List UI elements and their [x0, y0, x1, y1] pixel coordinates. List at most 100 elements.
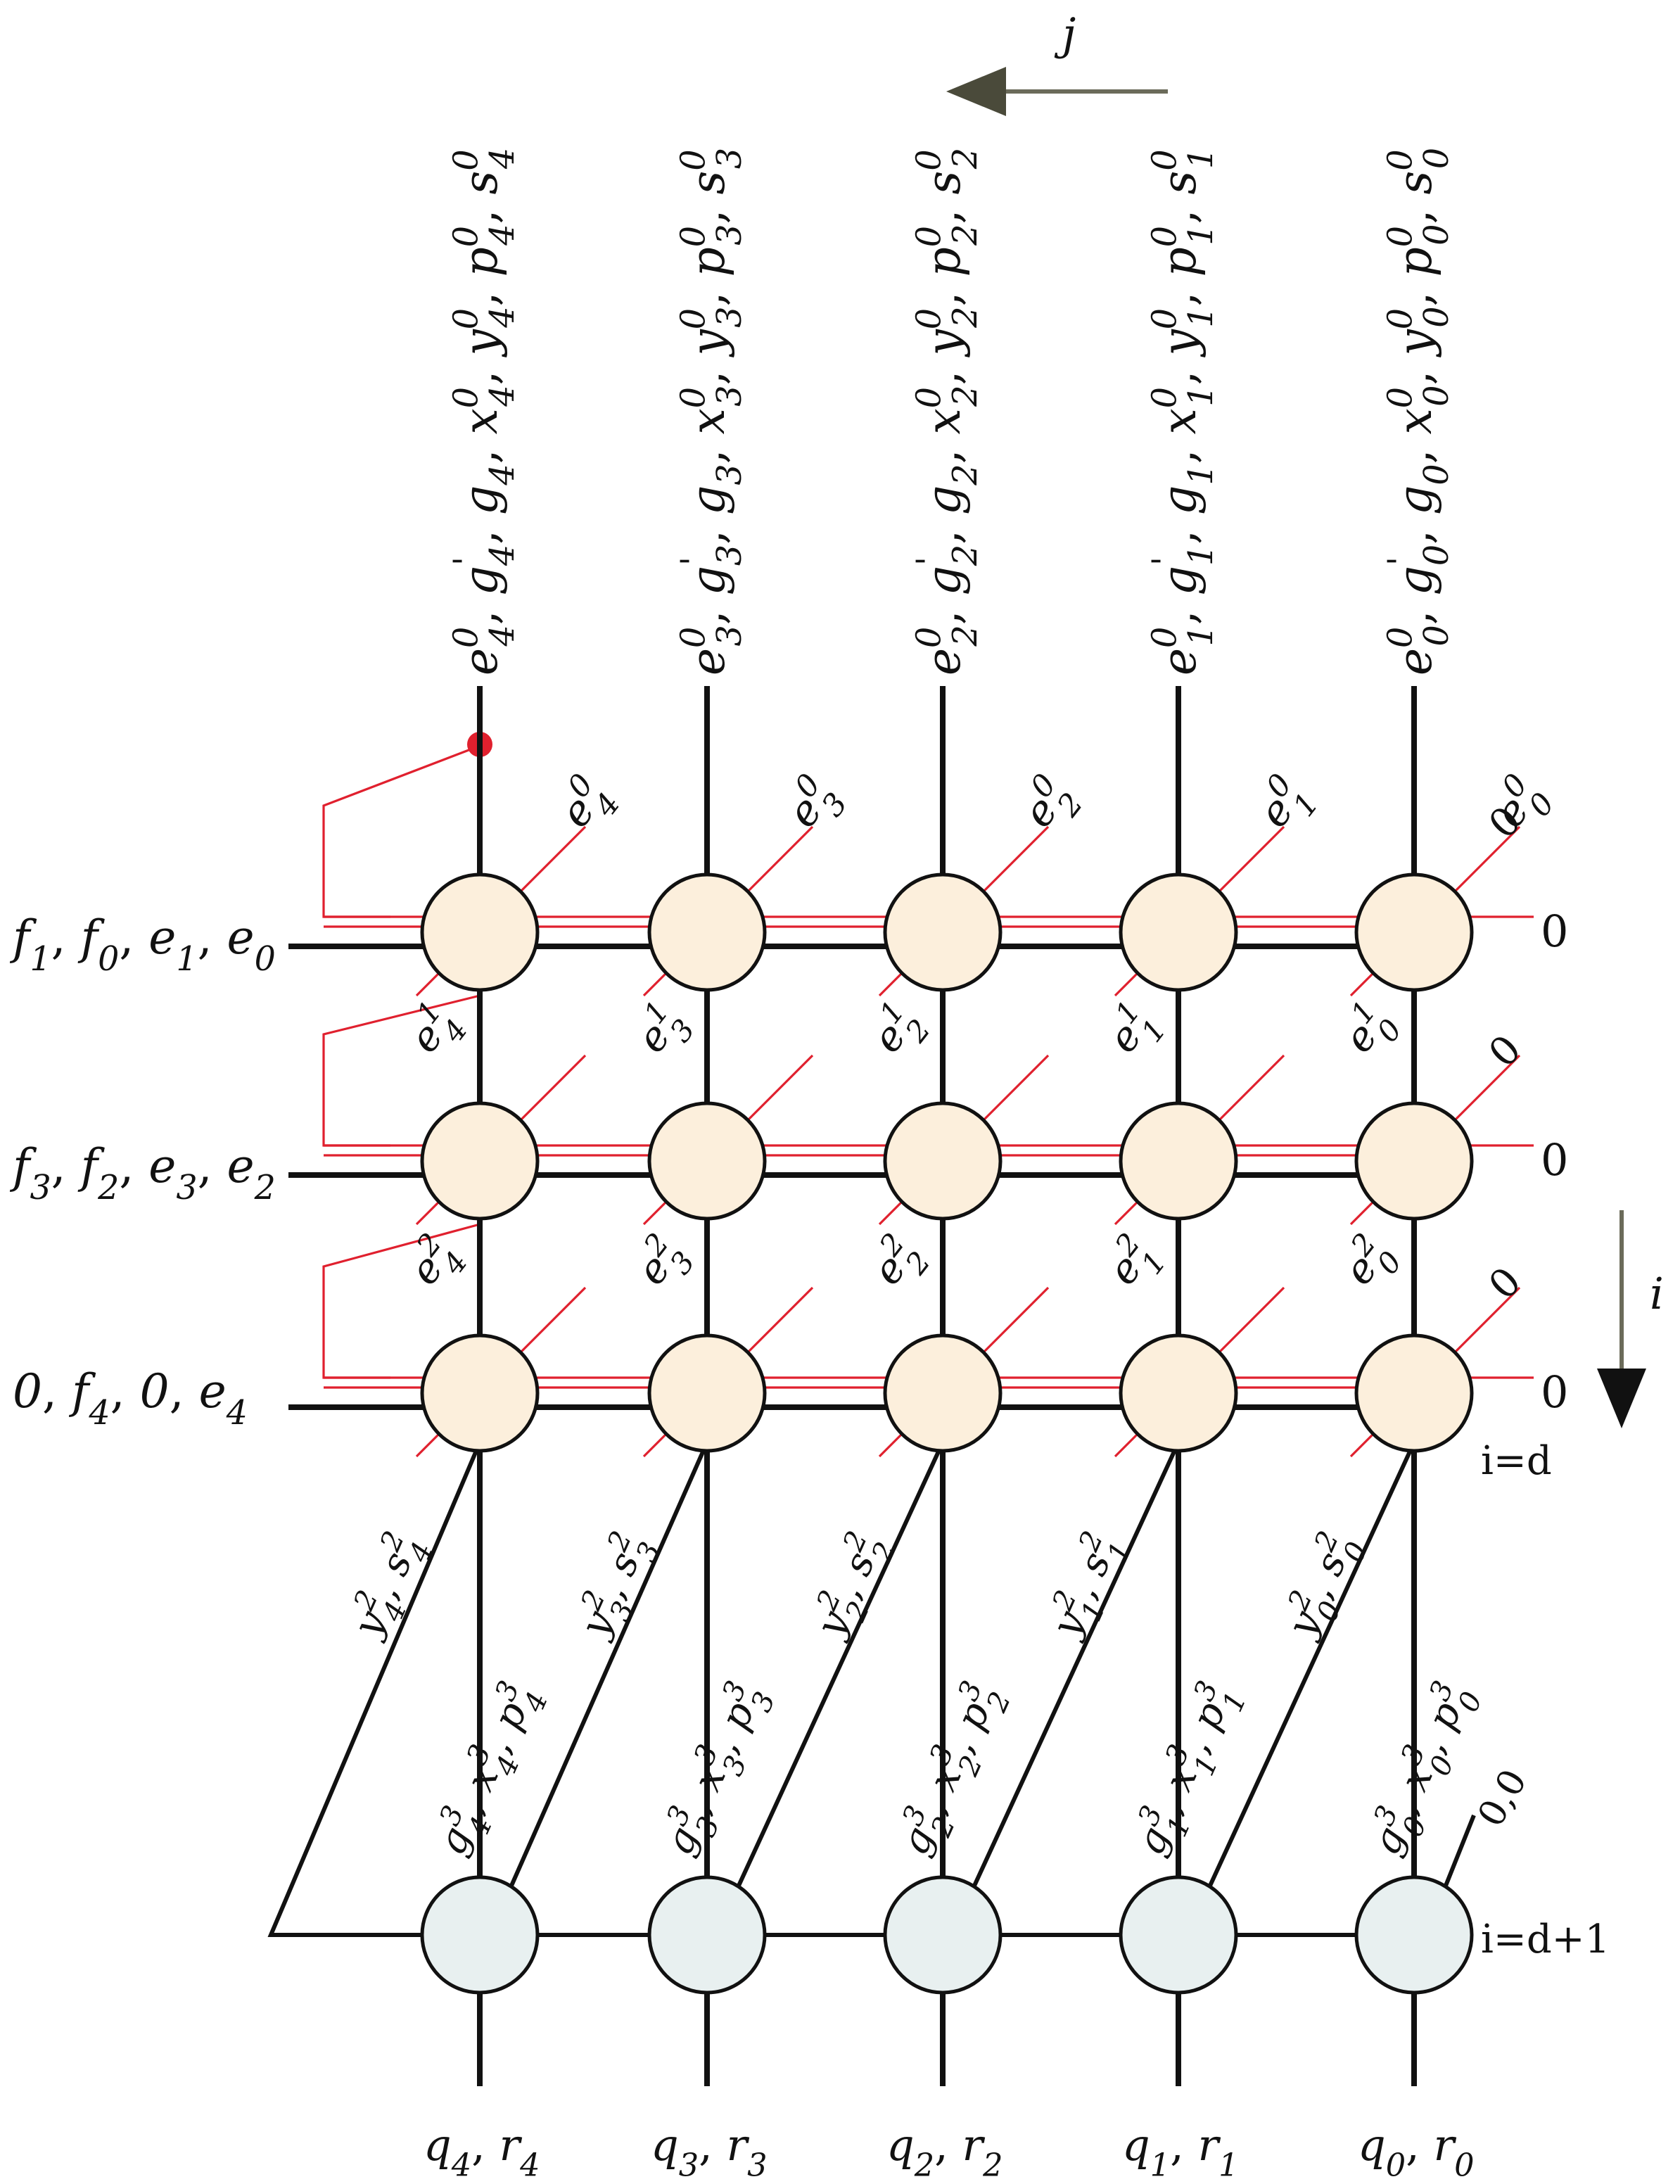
column-input-label-text: e01​, g'1​, g1​, x01​, y01​, p01​, s01​ [1145, 148, 1220, 675]
red-mid1-label-text: e14​ [395, 993, 474, 1069]
zero-zero-label: 0,0 [1470, 1763, 1535, 1834]
column-output-label-text: q0​, r0​ [1358, 2119, 1475, 2183]
final-cell [883, 1875, 1003, 1995]
bottom-diag-wire [1208, 1441, 1416, 1887]
red-mid1-label: e12​ [858, 993, 937, 1069]
processing-cell [420, 1101, 540, 1221]
processing-cell [1354, 1333, 1474, 1453]
bottom-diag-label-2-text: g34​, x34​, p34​ [423, 1675, 555, 1866]
j-axis-label-text: j [1054, 8, 1076, 60]
bottom-diag-label-1: y20​, s20​ [1271, 1525, 1374, 1650]
red-top-label-text: e01​ [1244, 766, 1325, 844]
bottom-diag-label-1-text: y23​, s23​ [564, 1525, 667, 1650]
red-mid2-label: e20​ [1329, 1225, 1408, 1301]
column-output-label: q2​, r2​ [886, 2119, 1003, 2183]
final-cell [1119, 1875, 1238, 1995]
bottom-diag-label-1-text: y24​, s24​ [337, 1525, 440, 1650]
column-output-label: q0​, r0​ [1358, 2119, 1475, 2183]
zero-input-wire [1444, 1814, 1476, 1887]
red-feedback-wire [322, 994, 481, 1147]
row-right-zero-text: 0 [1541, 906, 1568, 957]
row-input-label-text: 0, f4​, 0, e4​ [13, 1364, 248, 1433]
red-mid2-label: e23​ [622, 1225, 701, 1301]
processing-cell [1119, 1101, 1238, 1221]
row-right-zero: 0 [1541, 1134, 1568, 1186]
column-output-label-text: q3​, r3​ [651, 2119, 768, 2183]
column-output-label-text: q1​, r1​ [1122, 2119, 1239, 2183]
red-feedback-wire [322, 1223, 481, 1379]
column-input-label: e02​, g'2​, g2​, x02​, y02​, p02​, s02​ [910, 148, 984, 675]
bottom-diag-label-1-text: y21​, s21​ [1036, 1525, 1138, 1650]
zero-zero-label-text: 0,0 [1470, 1763, 1535, 1834]
column-output-label: q3​, r3​ [651, 2119, 768, 2183]
row-input-label-text: f3​, f2​, e3​, e2​ [9, 1139, 276, 1207]
red-mid1-label-text: e11​ [1093, 993, 1173, 1069]
column-input-label-text: e00​, g'0​, g0​, x00​, y00​, p00​, s00​ [1381, 148, 1456, 675]
row-right-zero-text: 0 [1541, 1134, 1568, 1186]
i-arrowhead [1597, 1369, 1646, 1428]
i-axis-label-text: i [1650, 1268, 1664, 1319]
processing-cell [883, 872, 1003, 992]
bottom-diag-label-1: y24​, s24​ [337, 1525, 440, 1650]
column-input-label: e00​, g'0​, g0​, x00​, y00​, p00​, s00​ [1381, 148, 1456, 675]
processing-cell [420, 872, 540, 992]
row-input-label-text: f1​, f0​, e1​, e0​ [9, 910, 276, 979]
row-tag-d1-text: i=d+1 [1481, 1917, 1610, 1962]
i-axis-label: i [1650, 1268, 1664, 1319]
final-cell [647, 1875, 767, 1995]
processing-cell [1354, 1101, 1474, 1221]
processing-cell [1119, 872, 1238, 992]
red-mid2-label-text: e23​ [622, 1225, 701, 1301]
red-mid2-label-text: e22​ [858, 1225, 937, 1301]
row-right-zero: 0 [1541, 1366, 1568, 1418]
red-top-label: e03​ [772, 766, 855, 844]
red-mid2-label: e22​ [858, 1225, 937, 1301]
bottom-diag-label-1-text: y22​, s22​ [800, 1525, 903, 1650]
column-output-label: q4​, r4​ [424, 2119, 540, 2183]
bottom-diag-label-1: y21​, s21​ [1036, 1525, 1138, 1650]
processing-cell [883, 1101, 1003, 1221]
j-axis-label: j [1054, 8, 1076, 60]
bottom-diag-label-2: g30​, x30​, p30​ [1363, 1676, 1489, 1862]
red-mid1-label: e14​ [395, 993, 474, 1069]
bottom-diag-label-1-text: y20​, s20​ [1271, 1525, 1374, 1650]
row-tag-d1: i=d+1 [1481, 1917, 1610, 1962]
row-right-zero: 0 [1541, 906, 1568, 957]
column-input-label-text: e03​, g'3​, g3​, x03​, y03​, p03​, s03​ [674, 148, 749, 675]
j-arrowhead [946, 67, 1006, 116]
bottom-diag-label-2: g34​, x34​, p34​ [423, 1675, 555, 1866]
processing-cell [647, 872, 767, 992]
bottom-diag-wire [972, 1441, 1181, 1887]
row-input-label: f3​, f2​, e3​, e2​ [9, 1139, 276, 1207]
processing-cell [1354, 872, 1474, 992]
red-top-label-text: e02​ [1008, 766, 1090, 844]
final-cell [1354, 1875, 1474, 1995]
red-mid1-label-text: e13​ [622, 993, 701, 1069]
processing-cell [647, 1101, 767, 1221]
row-diag-zero-text: 0 [1480, 1027, 1530, 1077]
processing-cell [420, 1333, 540, 1453]
red-mid1-label: e11​ [1093, 993, 1173, 1069]
red-top-label: e02​ [1008, 766, 1090, 844]
red-mid1-label-text: e12​ [858, 993, 937, 1069]
bottom-feedback-wire [267, 1441, 482, 1937]
red-top-label: e01​ [1244, 766, 1326, 844]
red-feedback-wire [322, 744, 481, 918]
column-output-label-text: q4​, r4​ [424, 2119, 540, 2183]
row-diag-zero-text: 0 [1480, 1259, 1530, 1309]
row-input-label: f1​, f0​, e1​, e0​ [9, 910, 276, 979]
bottom-diag-wire [737, 1441, 945, 1887]
row-input-label: 0, f4​, 0, e4​ [13, 1364, 248, 1433]
row-tag-d-text: i=d [1481, 1438, 1552, 1484]
red-mid2-label-text: e20​ [1329, 1225, 1408, 1301]
column-input-label: e03​, g'3​, g3​, x03​, y03​, p03​, s03​ [674, 148, 749, 675]
red-top-label: e04​ [545, 766, 628, 844]
bottom-diag-label-1: y22​, s22​ [800, 1525, 903, 1650]
column-input-label-text: e04​, g'4​, g4​, x04​, y04​, p04​, s04​ [447, 148, 521, 675]
red-top-label-text: e04​ [545, 766, 627, 844]
column-input-label-text: e02​, g'2​, g2​, x02​, y02​, p02​, s02​ [910, 148, 984, 675]
processing-cell [1119, 1333, 1238, 1453]
red-top-label-text: e03​ [772, 766, 854, 844]
red-mid1-label: e10​ [1334, 994, 1408, 1062]
